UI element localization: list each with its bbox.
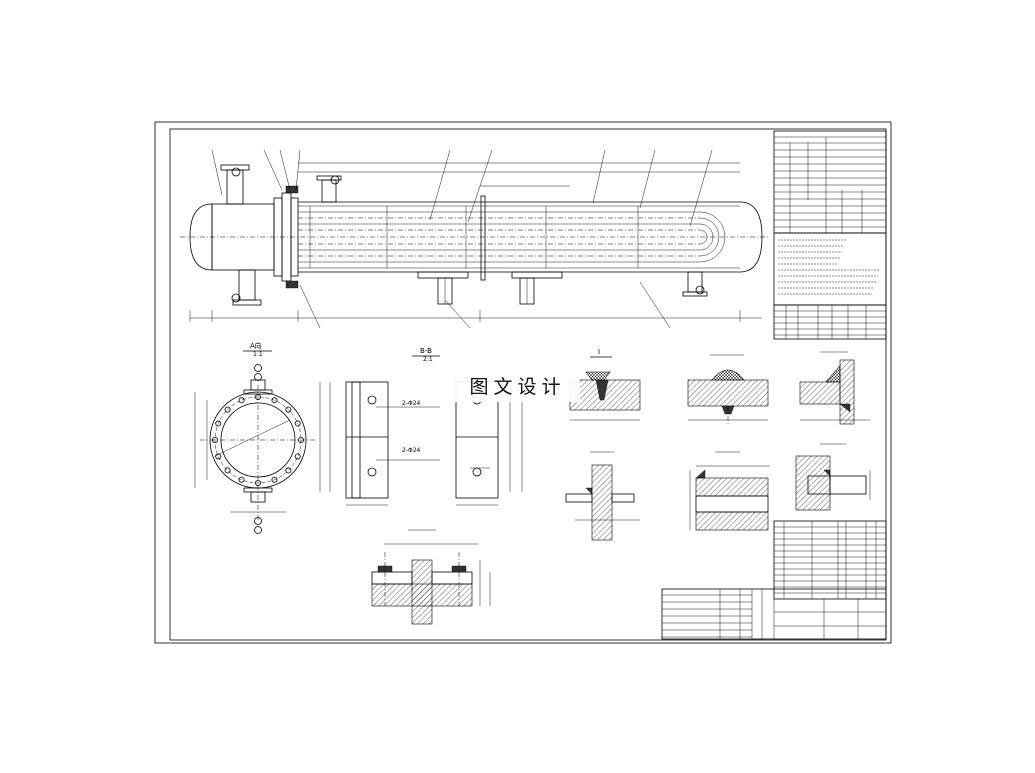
view-a-scale: 1:1 xyxy=(253,351,263,358)
nozzle-table xyxy=(773,304,887,340)
technical-notes xyxy=(773,232,887,306)
bolt-hole xyxy=(238,476,245,483)
detail-i-title: I xyxy=(598,348,600,356)
bolt-hole xyxy=(224,406,231,413)
section-bb-title: B-B xyxy=(420,347,432,355)
section-bb-support: B-B 2:1 2-Φ24 2-Φ24 xyxy=(319,347,523,506)
view-a-title: A向 xyxy=(250,341,262,350)
nozzle-detail-1 xyxy=(565,451,640,541)
main-elevation-view xyxy=(180,149,770,329)
title-block xyxy=(661,588,887,640)
section-bb-scale: 2:1 xyxy=(423,356,433,363)
bolt-hole xyxy=(271,476,278,483)
bolt-hole-note-1: 2-Φ24 xyxy=(402,400,421,407)
bolt-hole xyxy=(294,453,301,460)
tube-sheet-detail xyxy=(689,451,770,531)
weld-detail-2 xyxy=(687,354,769,425)
bolt-hole xyxy=(224,467,231,474)
bolt-hole xyxy=(271,397,278,404)
bolt-hole xyxy=(238,397,245,404)
bolt-hole xyxy=(285,467,292,474)
parts-list-table xyxy=(773,520,887,600)
bolt-hole-note-2: 2-Φ24 xyxy=(402,447,421,454)
baffles xyxy=(309,206,639,268)
view-a-flange: A向 1:1 xyxy=(194,341,316,534)
leader-lines xyxy=(211,149,713,329)
weld-detail-3 xyxy=(799,351,870,425)
expansion-detail xyxy=(795,443,871,511)
flange-bolt-detail xyxy=(371,529,491,625)
tube-bundle xyxy=(180,211,770,263)
drawing-border xyxy=(154,121,892,644)
watermark: 图文设计 xyxy=(455,372,580,402)
bolt-hole xyxy=(285,406,292,413)
bolt-hole xyxy=(215,453,222,460)
detail-i-weld: I xyxy=(569,348,641,421)
technical-spec-table xyxy=(773,130,887,234)
bolt-hole xyxy=(215,420,222,427)
bolt-hole xyxy=(294,420,301,427)
